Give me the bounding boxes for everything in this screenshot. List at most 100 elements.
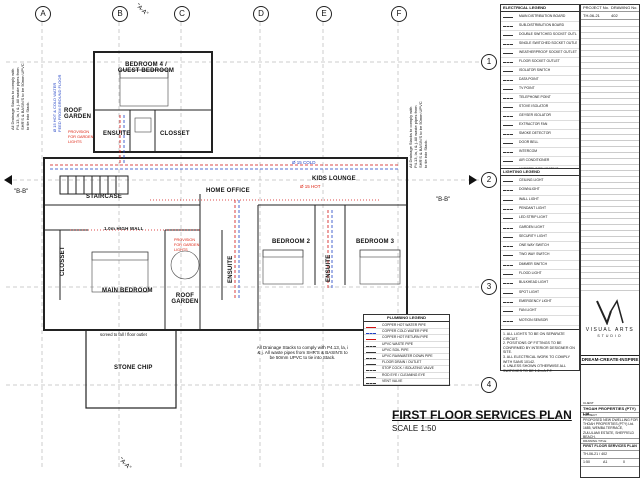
legend-symbol-icon (366, 360, 376, 366)
legend-row-label: BULKHEAD LIGHT (519, 280, 549, 285)
legend-row: MAIN DISTRIBUTION BOARD (501, 12, 579, 22)
grid-column-label: F (391, 6, 407, 22)
legend-row: LED STRIP LIGHT (501, 213, 579, 224)
legend-symbol-icon (366, 348, 376, 353)
legend-row-label: DOWNLIGHT (519, 187, 540, 192)
legend-row: ROD EYE / CLEANING EYE (364, 372, 449, 379)
client-name: THOAH PROPERTIES (PTY) Ltd. (581, 406, 639, 416)
legend-row: MOTION SENSOR (501, 316, 579, 326)
room-label-roof-garden-mid: ROOF GARDEN (171, 293, 199, 305)
title-block-rev: 0 (623, 460, 625, 464)
lighting-legend-title: LIGHTING LEGEND (501, 169, 579, 176)
legend-symbol-icon (503, 251, 513, 257)
legend-row: DIMMER SWITCH (501, 260, 579, 270)
legend-row-label: ISOLATOR SWITCH (519, 68, 551, 72)
legend-row: TELEPHONE POINT (501, 93, 579, 103)
legend-row-label: INTERCOM (519, 149, 538, 153)
legend-row: DOWNLIGHT (501, 185, 579, 196)
general-note: 4. UNLESS SHOWN OTHERWISE ALL SWITCHES T… (503, 364, 566, 373)
room-label-closset-top: CLOSSET (160, 131, 190, 137)
room-label-stone-chip: STONE CHIP (114, 365, 153, 371)
title-block-project-no: TH-06-21 / 402 (581, 452, 639, 459)
screed-note: screed to fall / floor outlet (100, 332, 147, 337)
grid-column-label: E (316, 6, 332, 22)
legend-row-label: STOVE ISOLATOR (519, 104, 549, 108)
legend-row-label: PENDANT LIGHT (519, 205, 547, 210)
legend-symbol-icon (503, 40, 513, 45)
legend-symbol-icon (503, 157, 513, 162)
legend-symbol-icon (503, 214, 513, 220)
legend-row: COPPER HOT RETURN PIPE (364, 334, 449, 342)
project-description: PROPOSED NEW DWELLING FOR THOAH PROPERTI… (581, 418, 639, 439)
grid-row-label: 2 (481, 172, 497, 188)
legend-row: TV POINT (501, 84, 579, 94)
general-note: 3. ALL ELECTRICAL WORK TO COMPLY WITH SA… (503, 354, 570, 364)
grid-row-label: 1 (481, 54, 497, 70)
legend-symbol-icon (503, 186, 513, 192)
legend-row-label: FLOOR SOCKET OUTLET (519, 59, 560, 63)
drainage-note-left: All Drainage Stacks to comply with P4.13… (10, 63, 30, 130)
drawing-title-label: DRAWING TITLE (581, 439, 639, 444)
legend-row: GARDEN LIGHT (501, 223, 579, 233)
legend-symbol-icon (503, 177, 513, 182)
legend-symbol-icon (503, 242, 513, 248)
grid-row-label: 4 (481, 377, 497, 393)
legend-row: STOVE ISOLATOR (501, 102, 579, 112)
legend-symbol-icon (503, 289, 513, 294)
electrical-legend-title: ELECTRICAL LEGEND (501, 5, 579, 12)
legend-row: WEATHERPROOF SOCKET OUTLET (501, 48, 579, 58)
legend-row-label: UPVC SOIL PIPE (382, 347, 409, 352)
legend-row-label: ROD EYE / CLEANING EYE (382, 372, 426, 377)
provision-note-left: PROVISION FOR GARDEN LIGHTS (68, 130, 94, 144)
grid-column-label: B (112, 6, 128, 22)
room-label-kids-lounge: KIDS LOUNGE (312, 176, 356, 182)
legend-row-label: GEYSER ISOLATOR (519, 113, 551, 117)
legend-row-label: FLOOD LIGHT (519, 271, 542, 275)
room-label-home-office: HOME OFFICE (206, 188, 250, 194)
room-label-roof-garden-top: ROOF GARDEN (64, 108, 92, 120)
brand-sub: STUDIO (597, 334, 623, 338)
legend-row: EXTRACTOR FAN (501, 120, 579, 130)
general-note: 1. ALL LIGHTS TO BE ON SEPARATE CIRCUIT. (503, 332, 565, 341)
legend-row-label: COPPER HOT RETURN PIPE (382, 335, 429, 340)
drainage-note-right: All Drainage Stacks to comply with P4.13… (408, 101, 428, 168)
hot-pipe-label: Ø 15 HOT (300, 184, 321, 189)
project-label: PROJECT (581, 413, 639, 418)
section-marker-b-left: "B-B" (14, 189, 29, 195)
legend-row-label: MOTION SENSOR (519, 317, 548, 322)
legend-row: GEYSER ISOLATOR (501, 111, 579, 121)
legend-symbol-icon (503, 279, 513, 285)
legend-row: FLOOD LIGHT (501, 269, 579, 280)
room-label-ensuite-right: ENSUITE (326, 254, 332, 282)
legend-symbol-icon (503, 58, 513, 63)
room-label-bedroom3: BEDROOM 3 (356, 239, 395, 245)
legend-symbol-icon (503, 205, 513, 210)
room-label-ensuite-top: ENSUITE (103, 131, 131, 137)
legend-row: SECURITY LIGHT (501, 232, 579, 243)
legend-symbol-icon (503, 139, 513, 144)
legend-symbol-icon (503, 13, 513, 18)
legend-row: ONE WAY SWITCH (501, 241, 579, 252)
legend-row-label: EMERGENCY LIGHT (519, 298, 552, 303)
client-label: CLIENT (581, 401, 639, 406)
legend-row: COPPER COLD WATER PIPE (364, 328, 449, 336)
legend-symbol-icon (503, 261, 513, 266)
title-block: PROJECT No. DRAWING No. TH-06-21 402 VIS… (580, 4, 640, 478)
room-label-ensuite-mid: ENSUITE (228, 255, 234, 283)
legend-symbol-icon (503, 112, 513, 117)
legend-symbol-icon (366, 354, 376, 359)
legend-row-label: STOP COCK / ISOLATING VALVE (382, 366, 434, 371)
legend-row: ISOLATOR SWITCH (501, 66, 579, 76)
legend-symbol-icon (366, 373, 376, 378)
cold-pipe-label: Ø 15 COLD (292, 160, 316, 165)
legend-row: AIR CONDITIONER (501, 156, 579, 166)
legend-symbol-icon (503, 233, 513, 238)
legend-symbol-icon (503, 22, 513, 27)
drawing-title: FIRST FLOOR SERVICES PLAN (392, 408, 572, 422)
legend-row-label: SECURITY LIGHT (519, 233, 548, 238)
legend-symbol-icon (503, 270, 513, 275)
legend-row-label: TWO WAY SWITCH (519, 252, 550, 257)
legend-symbol-icon (503, 76, 513, 81)
legend-row-label: COPPER COLD WATER PIPE (382, 329, 429, 334)
